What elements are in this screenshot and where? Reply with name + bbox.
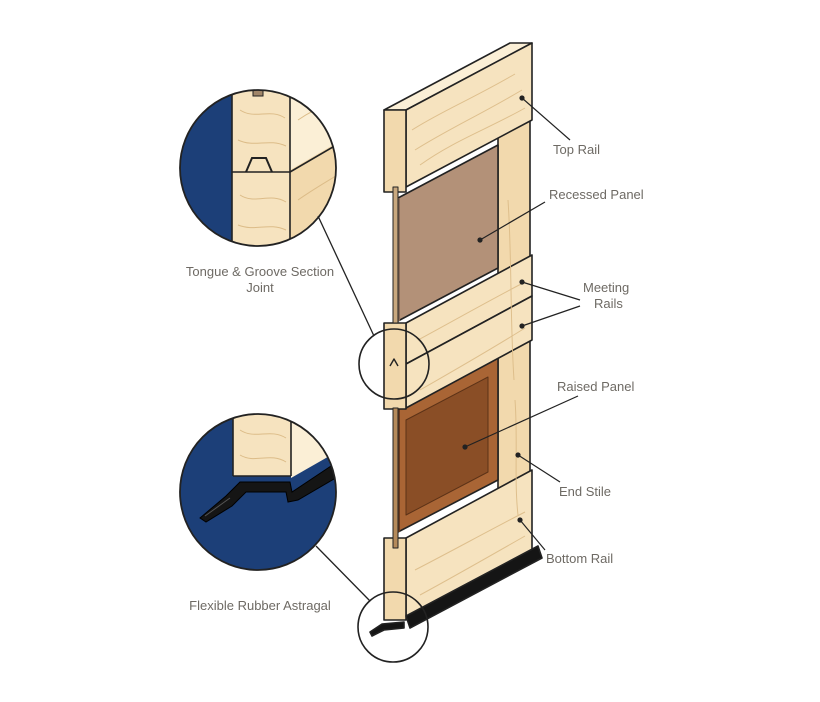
astragal-detail — [179, 413, 337, 571]
bottom-rail-end — [383, 537, 407, 621]
leader-lines — [462, 95, 581, 551]
label-tongue-groove-line2: Joint — [246, 280, 274, 295]
label-end-stile: End Stile — [559, 484, 611, 499]
raised-panel-field — [405, 376, 489, 516]
label-bottom-rail: Bottom Rail — [546, 551, 613, 566]
label-tongue-groove-line1: Tongue & Groove Section — [186, 264, 334, 279]
label-recessed-panel: Recessed Panel — [549, 187, 644, 202]
meeting-rail-end — [383, 322, 407, 410]
tongue-groove-mark — [389, 358, 399, 367]
label-raised-panel: Raised Panel — [557, 379, 634, 394]
label-meeting-rails-line2: Rails — [594, 296, 623, 311]
astragal-magnifier-ring — [357, 591, 429, 663]
door-wood-grain — [411, 73, 526, 596]
bottom-astragal-lip — [369, 621, 405, 637]
left-rod-upper — [392, 186, 399, 324]
bottom-astragal-strip — [405, 545, 543, 629]
tongue-groove-detail — [179, 89, 337, 247]
left-rod-lower — [392, 407, 399, 549]
label-meeting-rails-line1: Meeting — [583, 280, 629, 295]
label-top-rail: Top Rail — [553, 142, 600, 157]
rubber-astragal-profile — [199, 459, 336, 523]
door-section — [369, 42, 543, 637]
top-rail-end — [383, 109, 407, 193]
joint-connector-line — [317, 215, 375, 337]
astragal-connector-line — [315, 545, 371, 602]
joint-magnifier-ring — [358, 328, 430, 400]
label-astragal: Flexible Rubber Astragal — [189, 598, 331, 613]
